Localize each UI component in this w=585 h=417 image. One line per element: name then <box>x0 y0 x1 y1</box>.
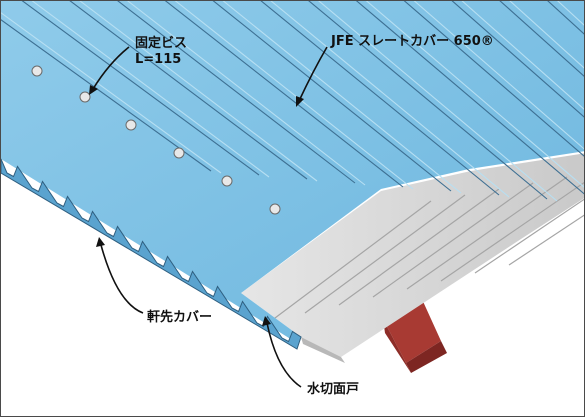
product-label: JFE スレートカバー 650® <box>330 34 494 49</box>
slate-rib <box>508 214 584 266</box>
cover-rib <box>164 1 404 188</box>
leader-water <box>266 322 302 388</box>
cover-rib <box>355 1 584 195</box>
slate-rib <box>270 200 432 322</box>
leader-lines <box>92 46 328 388</box>
cover-rib-highlight <box>1 12 222 174</box>
slate-rib <box>372 182 534 298</box>
screw-head <box>125 119 137 131</box>
screw-head <box>31 65 43 77</box>
slate-rib <box>406 176 568 290</box>
screw-head <box>269 203 281 215</box>
cover-sheet <box>1 1 584 350</box>
cover-rib-highlight <box>270 1 510 198</box>
cover-rib <box>21 1 260 176</box>
cover-rib <box>69 1 308 180</box>
cover-rib-highlight <box>461 1 584 110</box>
cover-rib <box>308 1 548 200</box>
cover-rib <box>403 1 584 157</box>
cover-rib <box>117 1 356 184</box>
leader-screw <box>92 46 130 90</box>
arrow-water <box>262 316 271 326</box>
arrow-screw <box>89 85 98 95</box>
screw-head <box>173 147 185 159</box>
screw-label-line2: L=115 <box>135 52 181 67</box>
slate-rib <box>440 181 584 282</box>
arrow-product <box>296 96 304 107</box>
cover-rib-highlight <box>365 1 584 188</box>
cover-rib-highlight <box>174 1 414 190</box>
slate-roof <box>241 153 584 363</box>
cover-rib-highlight <box>318 1 558 202</box>
slate-rib <box>304 194 466 314</box>
cover-rib-highlight <box>79 1 318 182</box>
water-stop-label: 水切面戸 <box>307 381 359 397</box>
slate-rib <box>474 198 584 274</box>
cover-rib-highlight <box>222 1 462 194</box>
arrow-eave <box>96 237 105 247</box>
screw-group <box>31 65 281 215</box>
leader-eave <box>100 244 144 314</box>
cover-rib <box>547 1 584 35</box>
screw-label-line1: 固定ビス <box>135 35 187 51</box>
screw-head <box>221 175 233 187</box>
cover-rib <box>451 1 584 118</box>
cover-rib-highlight <box>413 1 584 150</box>
cover-rib <box>260 1 500 196</box>
cover-rib-highlight <box>31 1 270 178</box>
slate-rib <box>338 188 500 306</box>
cover-rib <box>1 19 212 172</box>
screw-head <box>79 91 91 103</box>
eave-cover-label: 軒先カバー <box>147 309 212 325</box>
leader-product <box>298 46 328 102</box>
cover-rib <box>499 1 584 77</box>
cover-rib-highlight <box>509 1 584 69</box>
cover-rib <box>212 1 452 192</box>
cover-rib-highlight <box>126 1 366 186</box>
leader-arrowheads <box>89 85 304 326</box>
